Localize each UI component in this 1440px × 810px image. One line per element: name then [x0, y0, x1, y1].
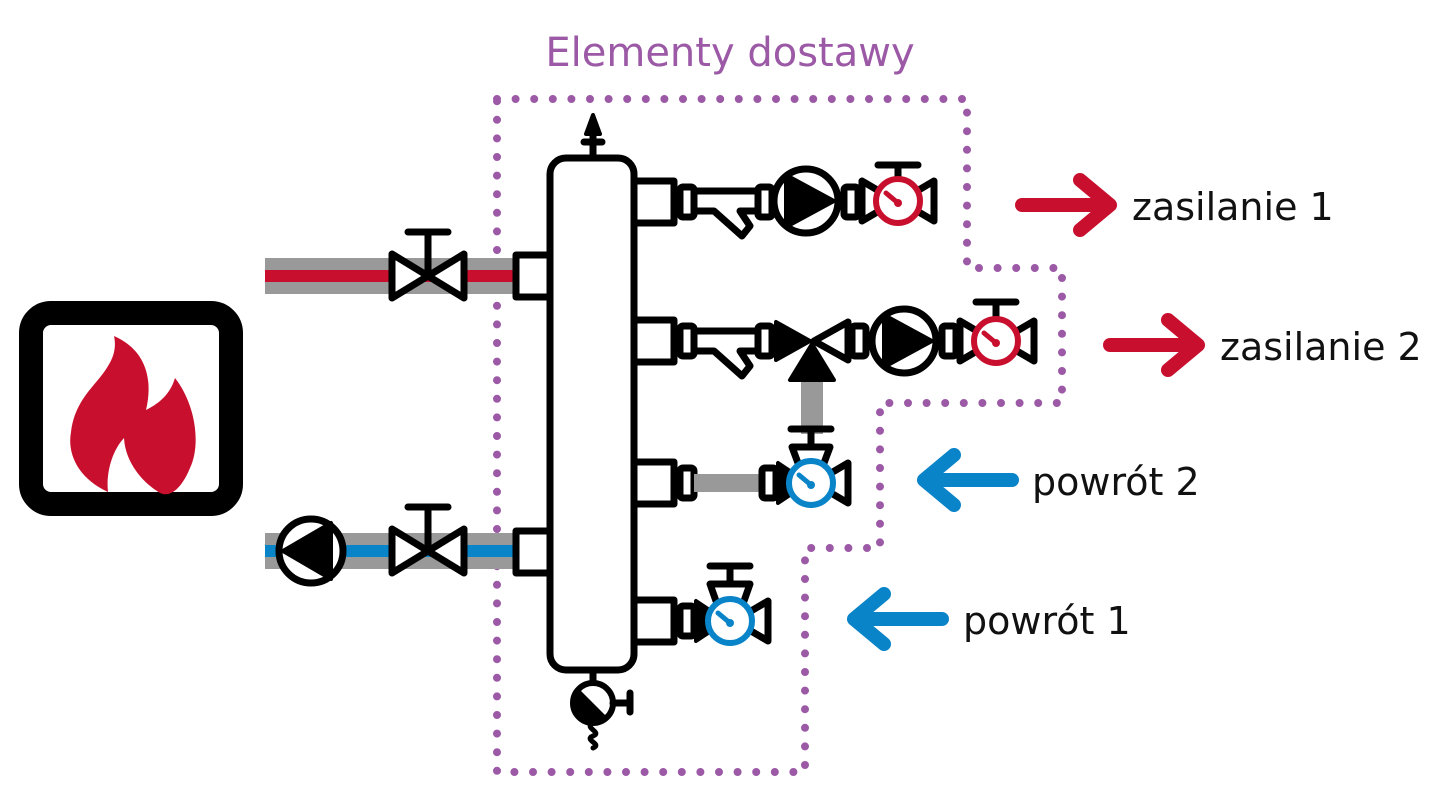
output-label: powrót 2	[1032, 460, 1200, 504]
strainer	[690, 187, 762, 240]
arrow-right-icon	[1103, 313, 1205, 377]
shutoff-valve-supply	[388, 228, 468, 302]
output-supply-1: zasilanie 1	[1015, 173, 1334, 237]
output-supply-2: zasilanie 2	[1103, 313, 1422, 377]
delivery-boundary	[493, 95, 1066, 776]
output-label: zasilanie 1	[1132, 185, 1334, 229]
circuit-1-supply	[630, 161, 938, 240]
ball-valve-thermometer-red	[858, 161, 938, 226]
flame-icon	[70, 336, 196, 495]
input-return-1: powrót 1	[847, 587, 1131, 651]
boiler	[19, 301, 243, 516]
bypass-pipe	[801, 382, 823, 434]
arrow-left-icon	[847, 587, 949, 651]
output-label: powrót 1	[963, 599, 1131, 643]
circuit-2-supply	[630, 298, 1038, 382]
circuit-1-return	[630, 562, 772, 646]
shutoff-valve-return	[388, 503, 468, 577]
ball-valve-thermometer-blue	[694, 562, 772, 646]
hydraulic-separator	[512, 154, 638, 674]
circuit-2-return	[630, 425, 852, 508]
arrow-left-icon	[917, 448, 1019, 512]
input-return-2: powrót 2	[917, 448, 1200, 512]
ball-valve-thermometer-blue	[776, 425, 852, 508]
drain-valve	[570, 666, 634, 751]
output-label: zasilanie 2	[1220, 325, 1422, 369]
boiler-pump	[275, 515, 347, 587]
ball-valve-thermometer-red	[956, 298, 1038, 366]
arrow-right-icon	[1015, 173, 1117, 237]
diagram-title: Elementy dostawy	[545, 30, 914, 76]
three-way-mixing-valve	[774, 318, 852, 382]
air-vent	[580, 113, 606, 162]
strainer	[690, 327, 762, 380]
